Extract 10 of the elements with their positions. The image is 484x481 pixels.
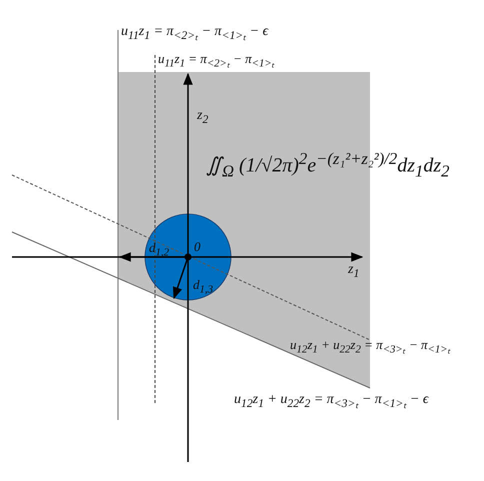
integral-formula: ∬$_{Ω}$ (1/√2π)$^{2}$e$^{−(z₁²+z₂²)/2}$dz$_{1}$dz$_{2}$ [206, 150, 450, 181]
line-equation: u$_{12}$z$_{1}$ + u$_{22}$z$_{2}$ = π$_{<3>ₜ}$ − π$_{<1>ₜ}$ − ϵ [234, 392, 428, 411]
line-equation: u$_{11}$z$_{1}$ = π$_{<2>ₜ}$ − π$_{<1>ₜ}$ − ϵ [121, 24, 268, 43]
axis-label: z$_{1}$ [348, 262, 360, 281]
axis-label: z$_{2}$ [197, 108, 208, 127]
distance-label: d$_{1,2}$ [149, 241, 170, 260]
line-equation: u$_{12}$z$_{1}$ + u$_{22}$z$_{2}$ = π$_{<3>ₜ}$ − π$_{<1>ₜ}$ [290, 338, 451, 356]
origin-label: 0 [194, 240, 200, 254]
distance-label: d$_{1,3}$ [193, 278, 214, 296]
line-equation: u$_{11}$z$_{1}$ = π$_{<2>ₜ}$ − π$_{<1>ₜ}$ [158, 52, 275, 70]
